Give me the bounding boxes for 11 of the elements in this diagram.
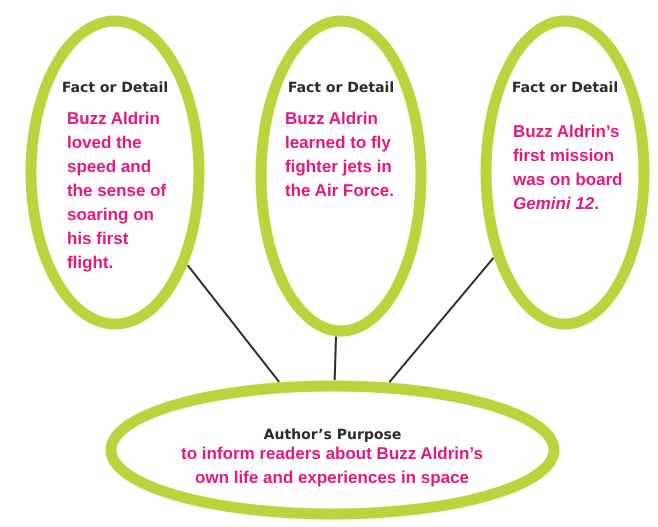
bubble-text: Buzz Aldrin learned to fly fighter jets in the Air Force. bbox=[285, 108, 395, 202]
connector-line bbox=[388, 257, 494, 383]
bubble-heading: Author’s Purpose bbox=[262, 427, 402, 443]
bubble-heading: Fact or Detail bbox=[286, 80, 396, 96]
connector-line bbox=[334, 336, 338, 380]
bubble-heading: Fact or Detail bbox=[60, 80, 170, 96]
bubble-text: Buzz Aldrin loved the speed and the sense of soaring on his first flight. bbox=[67, 108, 168, 274]
bubble-heading: Fact or Detail bbox=[510, 80, 620, 96]
bubble-text: to inform readers about Buzz Aldrin’s own life and experiences in space bbox=[180, 443, 484, 489]
connector-line bbox=[186, 264, 280, 383]
bubble-text: Buzz Aldrin’s first mission was on board Gemini 12. bbox=[513, 121, 624, 215]
